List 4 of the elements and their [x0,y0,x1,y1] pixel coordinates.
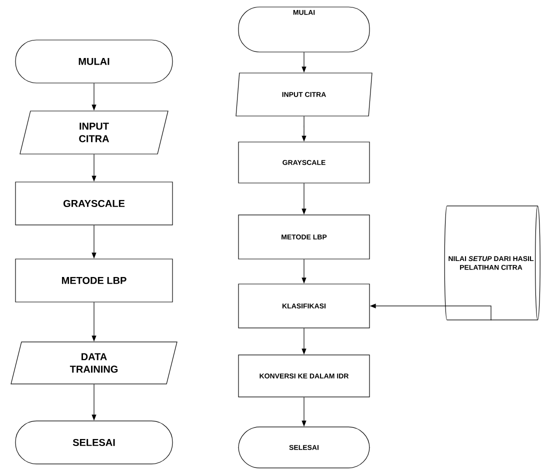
process-box: GRAYSCALE [15,182,173,226]
input-output-parallelogram: DATA TRAINING [10,342,178,384]
process-box: METODE LBP [15,258,173,302]
input-output-parallelogram: INPUT CITRA [20,110,168,154]
